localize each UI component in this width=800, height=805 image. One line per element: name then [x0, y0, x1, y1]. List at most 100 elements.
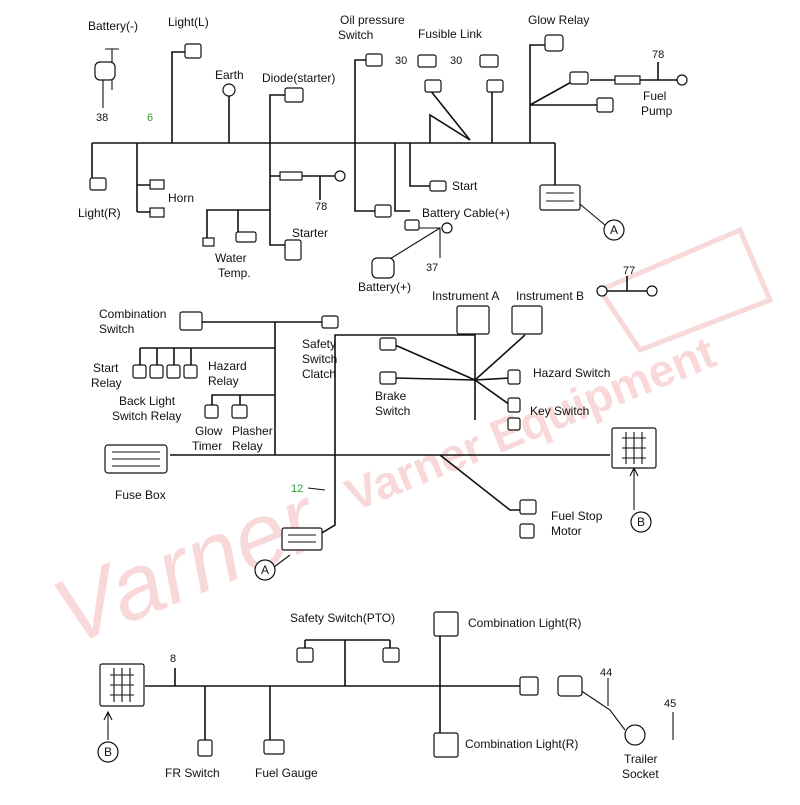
label-back-light-1: Back Light — [119, 394, 176, 408]
fuse-terminal — [334, 170, 346, 182]
brake-switch-connector-1 — [379, 337, 397, 351]
combination-light-bottom-connector — [433, 732, 459, 758]
label-combination-2: Switch — [99, 322, 134, 336]
label-num-78b: 78 — [315, 201, 327, 213]
connector-a-pins — [546, 192, 574, 202]
glow-aux-connector-2 — [596, 97, 614, 113]
fuse-inline — [279, 171, 303, 181]
combination-branch — [195, 321, 322, 455]
label-glow-timer-1: Glow — [195, 424, 223, 438]
label-fusible-link: Fusible Link — [418, 27, 483, 41]
fusible-connector-2 — [486, 79, 504, 93]
label-oil-pressure-2: Switch — [338, 28, 373, 42]
num-77-terminal-2 — [646, 285, 658, 297]
connector-a — [539, 184, 581, 211]
brake-switch-connector-2 — [379, 371, 397, 385]
callout-b-circle — [630, 511, 652, 533]
label-oil-pressure-1: Oil pressure — [340, 13, 405, 27]
callout-a-circle — [603, 219, 625, 241]
earth-terminal — [222, 83, 236, 97]
fuel-pump-wire — [590, 62, 677, 81]
label-key-switch: Key Switch — [530, 404, 589, 418]
water-temp-branch — [206, 209, 270, 240]
start-relay-branch — [139, 347, 275, 365]
fuse-box-slots — [112, 451, 160, 467]
glow-relay-branch — [529, 44, 600, 143]
label-num-6: 6 — [147, 112, 153, 124]
label-combination-light-bottom: Combination Light(R) — [465, 737, 578, 751]
start-relay-connector-4 — [183, 364, 198, 379]
horn-branch — [136, 143, 150, 213]
connector-b-section3-grid — [110, 668, 134, 702]
label-earth: Earth — [215, 68, 244, 82]
label-num-38: 38 — [96, 112, 108, 124]
label-brake-1: Brake — [375, 389, 407, 403]
starter-connector — [284, 239, 302, 261]
key-switch-connector — [507, 397, 521, 413]
trailer-inline-connector — [519, 676, 539, 696]
callout-b-arrow-3 — [103, 710, 113, 721]
fuel-stop-connector-2 — [519, 523, 535, 539]
start-branch — [409, 143, 430, 187]
horn-connector-2 — [149, 207, 165, 218]
label-num-30b: 30 — [450, 55, 462, 67]
trailer-plug — [557, 675, 583, 697]
label-plasher-2: Relay — [232, 439, 263, 453]
label-plasher-1: Plasher — [232, 424, 273, 438]
diode-branch — [269, 94, 285, 143]
watermark-script: Varner — [40, 467, 334, 665]
label-trailer-2: Socket — [622, 767, 659, 781]
combination-light-top-connector — [433, 611, 459, 637]
label-fuel-2: Pump — [641, 104, 673, 118]
label-brake-2: Switch — [375, 404, 410, 418]
label-instrument-a: Instrument A — [432, 289, 499, 303]
label-start-relay-2: Relay — [91, 376, 122, 390]
label-combination-light-top: Combination Light(R) — [468, 616, 581, 630]
battery-cable-connector-2 — [404, 219, 420, 231]
callout-a-label-2: A — [261, 563, 269, 577]
hazard-switch-connector — [507, 369, 521, 385]
label-num-78a: 78 — [652, 49, 664, 61]
label-battery-neg: Battery(-) — [88, 19, 138, 33]
light-r-connector — [89, 177, 107, 191]
label-horn: Horn — [168, 191, 194, 205]
instrument-branch — [334, 334, 476, 455]
start-relay-connector-3 — [166, 364, 181, 379]
label-battery-cable: Battery Cable(+) — [422, 206, 510, 220]
callout-b-label: B — [637, 515, 645, 529]
safety-pto-connector-1 — [296, 647, 314, 663]
fuel-gauge-connector — [263, 739, 285, 755]
fuel-stop-connector-1 — [519, 499, 537, 515]
safety-pto-branch — [304, 639, 391, 686]
harness-section-2: Combination Switch Safety Switch Clatch … — [91, 265, 658, 581]
label-num-77: 77 — [623, 265, 635, 277]
label-hazard-relay-2: Relay — [208, 374, 239, 388]
trailer-socket — [624, 724, 646, 746]
connector-a-2 — [281, 527, 323, 551]
label-hazard-relay-1: Hazard — [208, 359, 247, 373]
callout-a-label: A — [610, 223, 618, 237]
glow-aux-connector — [569, 71, 589, 85]
label-glow-timer-2: Timer — [192, 439, 222, 453]
label-glow-relay: Glow Relay — [528, 13, 589, 27]
label-back-light-2: Switch Relay — [112, 409, 181, 423]
safety-switch-connector — [321, 315, 339, 329]
callout-a-circle-2 — [254, 559, 276, 581]
label-fuel-stop-2: Motor — [551, 524, 582, 538]
callout-b-circle-3 — [97, 741, 119, 763]
harness-section-3: Safety Switch(PTO) Combination Light(R) … — [97, 611, 676, 781]
label-fuel-1: Fuel — [643, 89, 666, 103]
label-water-2: Temp. — [218, 266, 251, 280]
oil-branch — [354, 59, 368, 143]
trailer-socket-wire — [579, 689, 626, 731]
horn-connector-1 — [149, 179, 165, 190]
diode-connector — [284, 87, 304, 103]
num-77-wire — [600, 276, 652, 292]
fr-switch-connector — [197, 739, 213, 757]
battery-neg-clamp — [94, 61, 116, 81]
instrument-b-connector — [511, 305, 543, 335]
num-12-leader — [307, 487, 326, 491]
fusible-connector-1 — [424, 79, 442, 93]
